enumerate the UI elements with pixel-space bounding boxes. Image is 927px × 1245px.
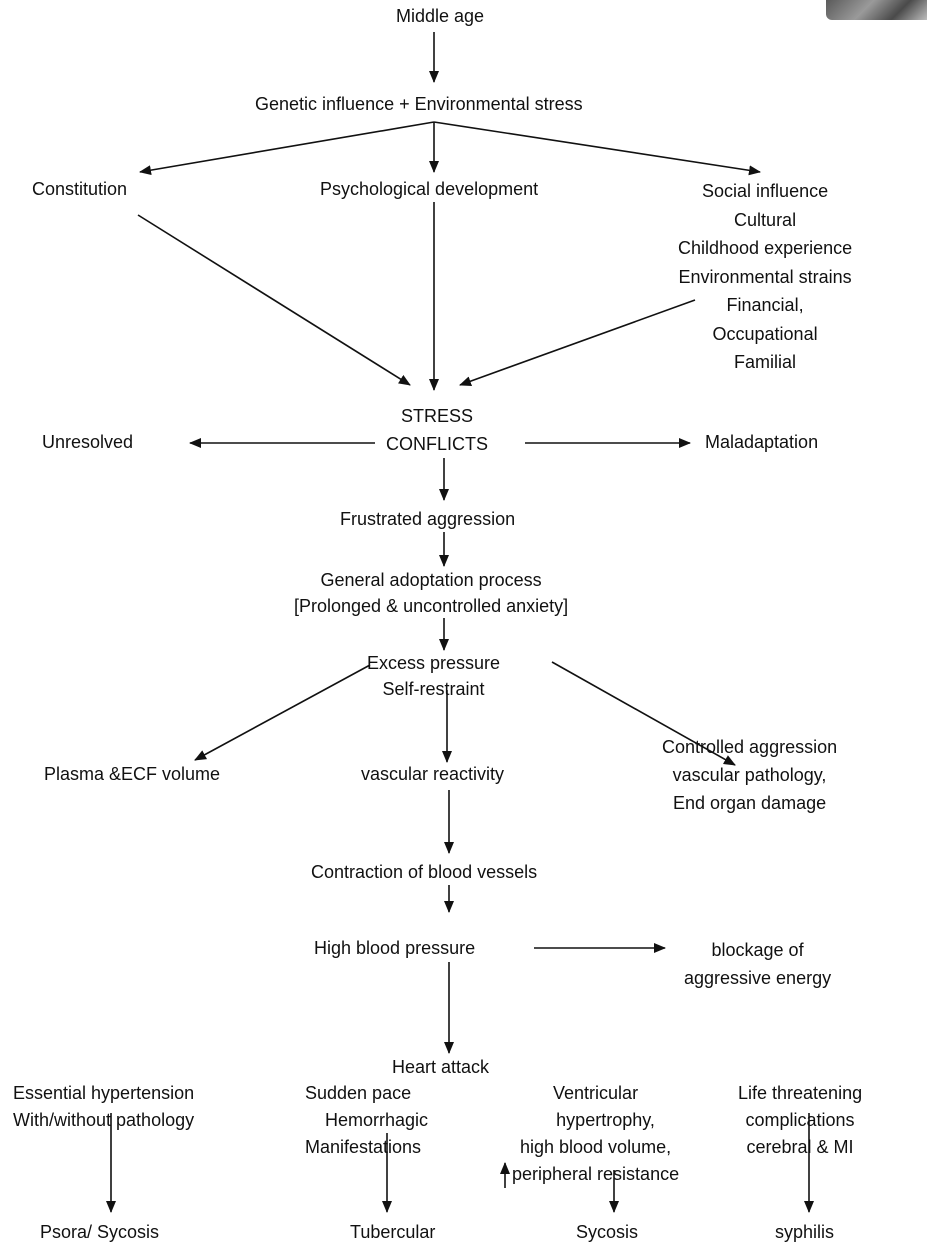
node-middle-age: Middle age — [396, 6, 485, 26]
node-excess-pressure: Excess pressure Self-restraint — [367, 653, 501, 699]
node-syphilis: syphilis — [775, 1222, 835, 1242]
node-life-threatening: Life threatening complications cerebral … — [738, 1083, 863, 1157]
node-sudden-pace: Sudden pace Hemorrhagic Manifestations — [305, 1083, 429, 1157]
node-general-adoptation: General adoptation process [Prolonged & … — [294, 570, 569, 616]
node-vascular-reactivity: vascular reactivity — [361, 764, 505, 784]
edge-social-stress — [459, 299, 696, 386]
edge-genetic-social — [433, 121, 761, 176]
node-contraction-blood-vessels: Contraction of blood vessels — [311, 862, 538, 882]
node-genetic-environmental: Genetic influence + Environmental stress — [255, 94, 583, 114]
node-maladaptation: Maladaptation — [705, 432, 819, 452]
node-plasma-ecf: Plasma &ECF volume — [44, 764, 221, 784]
node-ventricular-hypertrophy: Ventricular hypertrophy, high blood volu… — [512, 1083, 680, 1184]
node-heart-attack: Heart attack — [392, 1057, 490, 1077]
node-constitution: Constitution — [32, 179, 128, 199]
node-psora-sycosis: Psora/ Sycosis — [40, 1222, 160, 1242]
node-social-influence: Social influence Cultural Childhood expe… — [678, 181, 853, 372]
node-tubercular: Tubercular — [350, 1222, 436, 1242]
edge-excess-controlled — [551, 661, 736, 766]
edge-excess-plasma — [194, 664, 371, 761]
node-sycosis: Sycosis — [576, 1222, 639, 1242]
edge-constitution-stress — [137, 214, 411, 386]
node-psychological-development: Psychological development — [320, 179, 539, 199]
node-stress-conflicts: STRESS CONFLICTS — [386, 406, 489, 454]
node-controlled-aggression: Controlled aggression vascular pathology… — [662, 737, 838, 813]
node-frustrated-aggression: Frustrated aggression — [340, 509, 516, 529]
edge-genetic-constitution — [139, 121, 435, 176]
node-essential-hypertension: Essential hypertension With/without path… — [13, 1083, 195, 1130]
node-blockage-aggressive-energy: blockage of aggressive energy — [684, 940, 832, 988]
node-high-blood-pressure: High blood pressure — [314, 938, 476, 958]
node-unresolved: Unresolved — [42, 432, 134, 452]
corner-photo-fragment — [826, 0, 927, 20]
